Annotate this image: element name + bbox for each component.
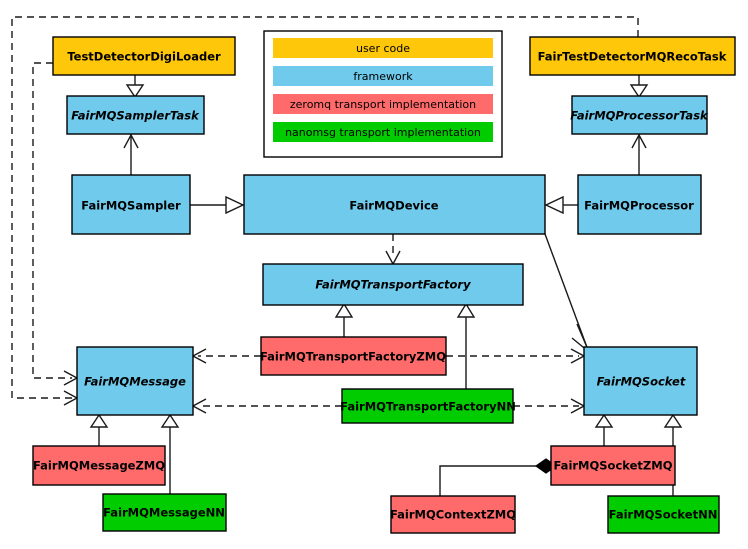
node-box[interactable] <box>243 174 546 235</box>
node-FairMQSamplerTask[interactable]: FairMQSamplerTask <box>66 95 205 135</box>
node-label: FairMQSocket <box>597 375 686 389</box>
node-box[interactable] <box>577 174 702 235</box>
legend-swatch <box>273 38 493 58</box>
legend-label: framework <box>353 70 413 83</box>
node-box[interactable] <box>390 495 516 534</box>
node-label: FairMQProcessor <box>584 199 694 213</box>
legend-label: user code <box>356 42 410 55</box>
arrowhead-tfnn-to-transportfactory <box>456 302 476 318</box>
node-FairMQProcessorTask[interactable]: FairMQProcessorTask <box>570 95 709 135</box>
arrowhead-messagezmq-to-message <box>89 413 109 428</box>
node-FairMQSocketNN[interactable]: FairMQSocketNN <box>607 495 720 534</box>
node-FairMQMessage[interactable]: FairMQMessage <box>76 346 194 416</box>
node-box[interactable] <box>583 346 698 416</box>
arrowhead-socketzmq-to-socket <box>594 413 614 428</box>
node-FairMQSocketZMQ[interactable]: FairMQSocketZMQ <box>550 445 676 486</box>
arrowhead-recotask-to-processortask <box>629 84 649 99</box>
arrowhead-digiloader-to-samplertask <box>125 84 145 99</box>
node-box[interactable] <box>71 174 191 235</box>
node-label: FairMQProcessorTask <box>570 109 709 123</box>
legend-item-framework: framework <box>273 66 493 86</box>
node-label: FairTestDetectorMQRecoTask <box>538 50 727 64</box>
node-label: FairMQDevice <box>349 199 438 213</box>
node-label: FairMQContextZMQ <box>390 508 516 522</box>
node-FairMQMessageNN[interactable]: FairMQMessageNN <box>102 493 227 532</box>
node-FairMQSocket[interactable]: FairMQSocket <box>583 346 698 416</box>
legend-swatch <box>273 66 493 86</box>
arrowhead-socketnn-to-socket <box>663 413 683 428</box>
node-label: FairMQTransportFactoryZMQ <box>260 350 446 364</box>
arrowhead-processor-to-processortask <box>631 133 647 149</box>
arrowhead-messagenn-to-message <box>160 413 180 428</box>
node-label: FairMQSampler <box>81 199 181 213</box>
node-box[interactable] <box>607 495 720 534</box>
node-label: FairMQTransportFactoryNN <box>340 400 516 414</box>
node-box[interactable] <box>262 263 524 306</box>
node-label: FairMQMessageZMQ <box>33 459 165 473</box>
node-box[interactable] <box>76 346 194 416</box>
node-label: FairMQMessage <box>84 375 186 389</box>
node-TestDetectorDigiLoader[interactable]: TestDetectorDigiLoader <box>52 36 236 76</box>
node-FairMQProcessor[interactable]: FairMQProcessor <box>577 174 702 235</box>
node-FairMQTransportFactoryNN[interactable]: FairMQTransportFactoryNN <box>340 388 516 424</box>
edge-recotask-to-message <box>11 16 639 399</box>
node-box[interactable] <box>550 445 676 486</box>
node-FairMQTransportFactoryZMQ[interactable]: FairMQTransportFactoryZMQ <box>260 336 447 376</box>
node-label: FairMQSamplerTask <box>71 109 200 123</box>
node-box[interactable] <box>102 493 227 532</box>
node-label: FairMQSocketZMQ <box>554 459 673 473</box>
node-FairMQMessageZMQ[interactable]: FairMQMessageZMQ <box>32 445 166 486</box>
diagram-edges <box>89 75 683 496</box>
class-nodes: TestDetectorDigiLoader FairTestDetectorM… <box>32 36 736 534</box>
node-label: FairMQMessageNN <box>103 506 225 520</box>
arrowhead-sampler-to-samplertask <box>123 133 139 149</box>
legend-item-nanomsg: nanomsg transport implementation <box>273 122 493 142</box>
edge-digiloader-to-message <box>32 62 72 379</box>
arrowhead-tfzmq-to-transportfactory <box>334 302 354 318</box>
node-label: FairMQSocketNN <box>609 508 718 522</box>
node-box[interactable] <box>341 388 514 424</box>
node-FairMQContextZMQ[interactable]: FairMQContextZMQ <box>390 495 516 534</box>
node-FairMQDevice[interactable]: FairMQDevice <box>243 174 546 235</box>
node-box[interactable] <box>571 95 708 135</box>
node-box[interactable] <box>260 336 447 376</box>
legend: user code framework zeromq transport imp… <box>263 30 503 158</box>
legend-swatch <box>273 94 493 114</box>
legend-item-zeromq: zeromq transport implementation <box>273 94 493 114</box>
edge-contextzmq-to-socketzmq <box>439 465 538 496</box>
node-box[interactable] <box>529 36 736 76</box>
node-FairMQTransportFactory[interactable]: FairMQTransportFactory <box>262 263 524 306</box>
node-label: TestDetectorDigiLoader <box>67 50 221 64</box>
arrowhead-processor-to-device <box>544 195 564 215</box>
legend-label: zeromq transport implementation <box>290 98 476 111</box>
node-box[interactable] <box>52 36 236 76</box>
edge-device-to-socket <box>544 233 589 351</box>
node-label: FairMQTransportFactory <box>315 278 471 292</box>
node-FairMQSampler[interactable]: FairMQSampler <box>71 174 191 235</box>
legend-item-user-code: user code <box>273 38 493 58</box>
legend-label: nanomsg transport implementation <box>285 126 481 139</box>
node-box[interactable] <box>66 95 205 135</box>
node-FairTestDetectorMQRecoTask[interactable]: FairTestDetectorMQRecoTask <box>529 36 736 76</box>
node-box[interactable] <box>32 445 166 486</box>
legend-swatch <box>273 122 493 142</box>
arrowhead-sampler-to-device <box>225 195 245 215</box>
